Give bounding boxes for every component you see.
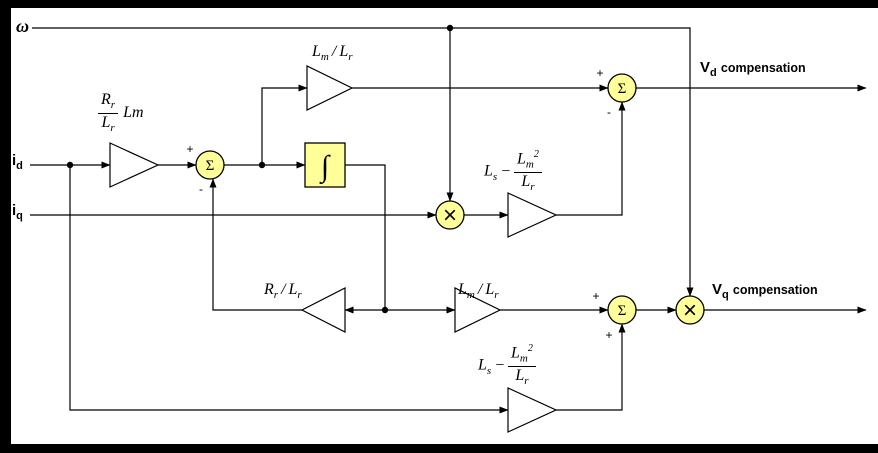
wire-gain-ls-q-to-sum3	[556, 323, 626, 411]
sum-symbol-vd: Σ	[618, 81, 627, 97]
junction-dot-integrator-out	[381, 306, 389, 314]
wire-gain-ls-d-to-sum2	[556, 101, 626, 216]
omega-input-label: ω	[16, 16, 30, 36]
sum-node-vd	[607, 73, 637, 103]
wire-feedback-to-sum1	[209, 178, 302, 311]
wire-branch-to-gain-lmlr-top	[261, 84, 308, 165]
plus-sign-sum1: +	[186, 142, 193, 156]
gain-block-rrlr-feedback	[300, 287, 346, 333]
gain-label-lmlr-top: Lm/Lr	[312, 43, 353, 64]
vd-output-label: Vd compensation	[700, 59, 806, 79]
gain-label-ls-lm2-lr-q: Ls− Lm2 Lr	[478, 343, 536, 388]
sum-symbol-1: Σ	[206, 158, 215, 174]
frame-bar-top	[0, 0, 878, 8]
multiplier-node-d	[435, 200, 465, 230]
frame-bar-bottom	[0, 444, 878, 453]
gain-label-rrlr-lm: Rr Lr Lm	[98, 91, 144, 134]
id-input-label: id	[12, 152, 23, 172]
wire-integrator-out	[345, 164, 386, 310]
wire-omega-to-multiplier-q	[32, 27, 694, 297]
vq-output-label: Vq compensation	[712, 281, 818, 301]
junction-dot-omega	[446, 24, 454, 32]
gain-block-ls-lm2-lr-q	[507, 387, 558, 433]
wire-id-branch-to-gain-ls-q	[69, 165, 509, 414]
sum-node-vq	[607, 295, 637, 325]
plus-sign-sum-vq-bottom: +	[605, 328, 612, 342]
multiplier-node-q	[675, 295, 705, 325]
minus-sign-sum-vd: -	[607, 105, 611, 119]
iq-input-label: iq	[12, 202, 23, 222]
gain-block-rrlr-lm	[109, 142, 160, 188]
multiplier-symbol-d: ×	[443, 202, 457, 229]
gain-label-ls-lm2-lr-d: Ls− Lm2 Lr	[484, 149, 542, 194]
gain-block-lmlr-bottom	[454, 287, 502, 333]
frame-bar-left	[0, 0, 11, 453]
sum-node-1	[195, 150, 225, 180]
gain-label-lmlr-bottom: Lm/Lr	[458, 281, 499, 302]
gain-block-lmlr-top	[306, 65, 354, 111]
sum-symbol-vq: Σ	[618, 303, 627, 319]
integrator-symbol: ∫	[319, 150, 331, 185]
junction-dot-id	[66, 161, 74, 169]
junction-dot-sum1-out	[258, 161, 266, 169]
minus-sign-sum1: -	[199, 182, 203, 196]
gain-block-ls-lm2-lr-d	[507, 192, 558, 238]
plus-sign-sum-vd: +	[596, 66, 603, 80]
plus-sign-sum-vq-top: +	[592, 289, 599, 303]
integrator-block	[304, 142, 346, 188]
multiplier-symbol-q: ×	[683, 297, 697, 324]
gain-label-rrlr-feedback: Rr/Lr	[264, 281, 302, 302]
